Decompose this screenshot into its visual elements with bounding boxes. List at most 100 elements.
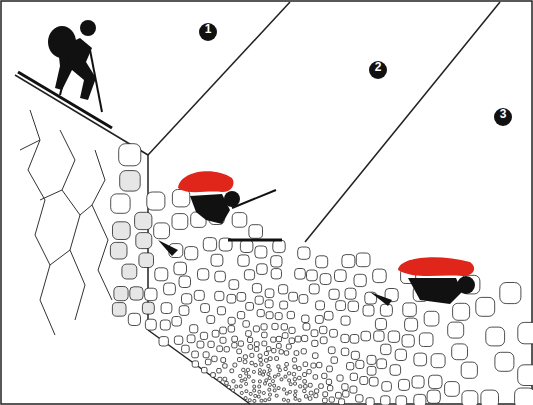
snow-block	[197, 341, 204, 348]
snow-block	[267, 347, 271, 351]
snow-block	[120, 171, 141, 192]
snow-block	[275, 394, 278, 397]
snow-block	[293, 378, 296, 381]
snow-block	[311, 363, 316, 368]
snow-block	[111, 194, 130, 213]
snow-block	[211, 254, 223, 266]
snow-block	[414, 353, 427, 366]
snow-block	[172, 214, 188, 230]
snow-block	[174, 336, 182, 344]
snow-block	[250, 361, 253, 364]
snow-block	[277, 387, 280, 390]
snow-block	[275, 313, 282, 320]
snow-block	[452, 344, 468, 360]
snow-block	[179, 306, 189, 316]
snow-block	[205, 359, 211, 365]
snow-block	[243, 355, 247, 359]
snow-block	[500, 283, 521, 304]
skier-with-airbag	[370, 257, 475, 306]
snow-block	[225, 381, 229, 385]
snow-block	[262, 332, 268, 338]
snow-block	[215, 291, 224, 300]
snow-block	[249, 393, 252, 396]
snow-block	[275, 357, 279, 361]
snow-block	[227, 294, 236, 303]
snow-block	[323, 398, 328, 403]
snow-block	[339, 399, 345, 405]
snow-block	[268, 357, 272, 361]
snow-block	[220, 337, 226, 343]
snow-block	[309, 284, 319, 294]
snow-block	[453, 303, 470, 320]
crack-line	[20, 140, 40, 150]
snow-block	[265, 359, 269, 363]
snow-block	[303, 323, 310, 330]
snow-block	[341, 316, 350, 325]
snow-block	[327, 366, 333, 372]
snow-block	[253, 389, 256, 392]
snow-block	[217, 346, 223, 352]
ski	[228, 239, 282, 242]
snow-block	[259, 358, 263, 362]
snow-block	[244, 378, 247, 381]
snow-block	[311, 330, 318, 337]
snow-block	[285, 392, 288, 395]
snow-block	[427, 390, 440, 403]
snow-block	[289, 292, 298, 301]
snow-block	[354, 274, 366, 286]
snow-block	[257, 395, 260, 398]
snow-block	[262, 392, 265, 395]
snow-block	[328, 347, 335, 354]
snow-block	[284, 375, 287, 378]
snow-block	[257, 264, 268, 275]
snow-block	[250, 353, 254, 357]
snow-block	[289, 327, 295, 333]
snow-block	[240, 379, 243, 382]
snow-block	[192, 351, 199, 358]
bed-surface	[148, 330, 250, 404]
snow-block	[229, 280, 239, 290]
snow-block	[363, 305, 374, 316]
snow-block	[380, 304, 392, 316]
snow-block	[414, 394, 426, 405]
snow-block	[174, 262, 187, 275]
snow-block	[185, 247, 198, 260]
snow-block	[342, 255, 355, 268]
zone-divider	[148, 2, 290, 155]
snow-block	[237, 312, 244, 319]
snow-block	[412, 376, 424, 388]
snow-block	[264, 352, 268, 356]
snow-block	[276, 336, 281, 341]
snow-block	[201, 304, 210, 313]
snow-block	[230, 369, 234, 373]
snow-block	[281, 324, 287, 330]
snow-block	[337, 375, 343, 381]
snow-block	[303, 362, 308, 367]
snow-block	[324, 311, 333, 320]
snow-block	[297, 367, 301, 371]
snow-block	[320, 337, 327, 344]
body	[55, 38, 96, 100]
snow-block	[238, 358, 242, 362]
crack-line	[60, 130, 85, 320]
snow-block	[203, 352, 209, 358]
snow-block	[331, 357, 338, 364]
snow-block	[289, 383, 292, 386]
snow-block	[271, 269, 281, 279]
snow-block	[312, 340, 318, 346]
snow-block	[462, 391, 478, 405]
snow-block	[314, 394, 318, 398]
crack-line	[92, 150, 112, 300]
snow-block	[316, 301, 325, 310]
snow-block	[252, 380, 255, 383]
snow-block	[268, 388, 271, 391]
snow-block	[303, 389, 306, 392]
snow-block	[302, 335, 308, 341]
snow-block	[399, 379, 410, 390]
snow-block	[147, 192, 165, 210]
snow-block	[298, 399, 301, 402]
callout-circle	[199, 23, 217, 41]
